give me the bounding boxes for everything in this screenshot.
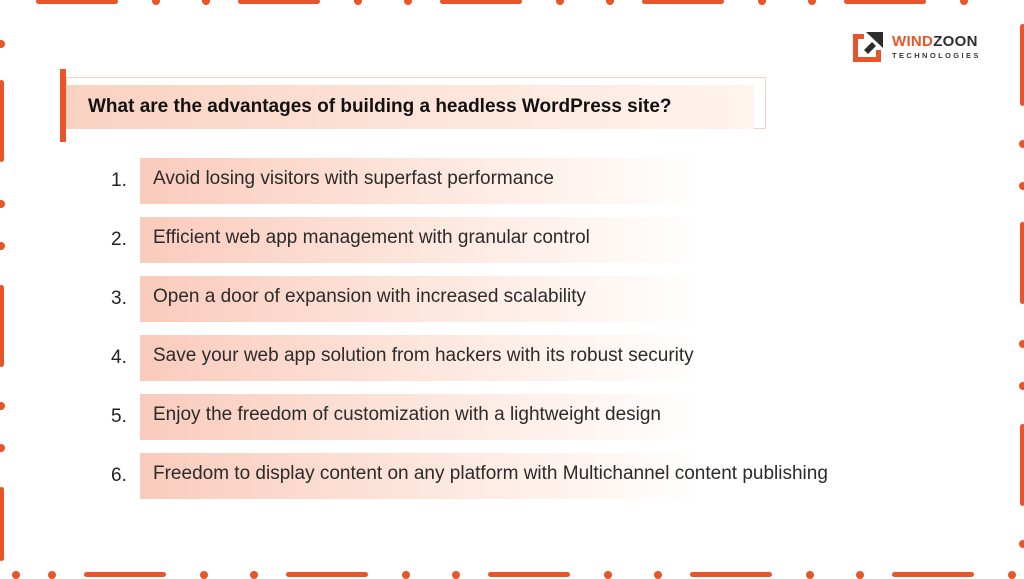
- border-dash: [36, 0, 118, 4]
- logo-word-prefix: WIND: [892, 33, 934, 50]
- list-item-text: Save your web app solution from hackers …: [153, 345, 694, 366]
- border-dot: [0, 40, 5, 48]
- border-dot: [402, 571, 410, 579]
- border-dot: [48, 571, 56, 579]
- border-dot: [654, 571, 662, 579]
- border-dot: [452, 571, 460, 579]
- list-item-text: Avoid losing visitors with superfast per…: [153, 168, 554, 189]
- border-dot: [0, 444, 5, 452]
- list-item: 6. Freedom to display content on any pla…: [0, 453, 1024, 499]
- logo-wordmark: WINDZOON: [892, 33, 978, 50]
- list-item-text: Freedom to display content on any platfo…: [153, 463, 828, 484]
- border-dot: [250, 571, 258, 579]
- border-dash: [84, 572, 166, 577]
- border-dot: [1019, 540, 1024, 548]
- list-item-number: 2.: [111, 229, 127, 250]
- logo-word-suffix: ZOON: [933, 33, 978, 50]
- border-dot: [806, 571, 814, 579]
- list-item-number: 6.: [111, 465, 127, 486]
- list-item: 4. Save your web app solution from hacke…: [0, 335, 1024, 381]
- border-dash: [642, 0, 724, 4]
- border-dash: [844, 0, 926, 4]
- border-dash: [892, 572, 974, 577]
- company-logo: WINDZOON TECHNOLOGIES: [850, 28, 1000, 64]
- list-item: 1. Avoid losing visitors with superfast …: [0, 158, 1024, 204]
- border-dash: [286, 572, 368, 577]
- list-item-highlight: [140, 158, 700, 204]
- list-item-text: Open a door of expansion with increased …: [153, 286, 587, 307]
- border-dot: [606, 0, 614, 5]
- list-item-number: 1.: [111, 170, 127, 191]
- title-accent-bar: [60, 69, 66, 142]
- list-item-number: 4.: [111, 347, 127, 368]
- list-item: 2. Efficient web app management with gra…: [0, 217, 1024, 263]
- list-item: 5. Enjoy the freedom of customization wi…: [0, 394, 1024, 440]
- list-item-text: Efficient web app management with granul…: [153, 227, 590, 248]
- border-dot: [1019, 140, 1024, 148]
- windzoon-logo-icon: [853, 32, 883, 62]
- border-dash: [690, 572, 772, 577]
- border-dot: [404, 0, 412, 5]
- border-dot: [12, 571, 20, 579]
- border-dash: [1020, 24, 1024, 106]
- border-dot: [200, 571, 208, 579]
- list-item-highlight: [140, 394, 700, 440]
- border-dash: [440, 0, 522, 4]
- list-item-highlight: [140, 335, 700, 381]
- border-dot: [758, 0, 766, 5]
- border-dot: [556, 0, 564, 5]
- list-item-highlight: [140, 217, 700, 263]
- list-item-number: 3.: [111, 288, 127, 309]
- border-dot: [202, 0, 210, 5]
- border-dot: [354, 0, 362, 5]
- border-dot: [1019, 382, 1024, 390]
- border-dot: [152, 0, 160, 5]
- border-dash: [238, 0, 320, 4]
- list-item: 3. Open a door of expansion with increas…: [0, 276, 1024, 322]
- list-item-number: 5.: [111, 406, 127, 427]
- border-dot: [808, 0, 816, 5]
- list-item-highlight: [140, 276, 700, 322]
- logo-subtitle: TECHNOLOGIES: [892, 51, 981, 60]
- title-highlight: [66, 85, 754, 129]
- slide-title: What are the advantages of building a he…: [88, 96, 672, 117]
- border-dot: [960, 0, 968, 5]
- border-dot: [856, 571, 864, 579]
- border-dot: [1008, 571, 1016, 579]
- list-item-highlight: [140, 453, 700, 499]
- border-dash: [488, 572, 570, 577]
- list-item-text: Enjoy the freedom of customization with …: [153, 404, 661, 425]
- border-dot: [604, 571, 612, 579]
- border-dash: [0, 80, 4, 162]
